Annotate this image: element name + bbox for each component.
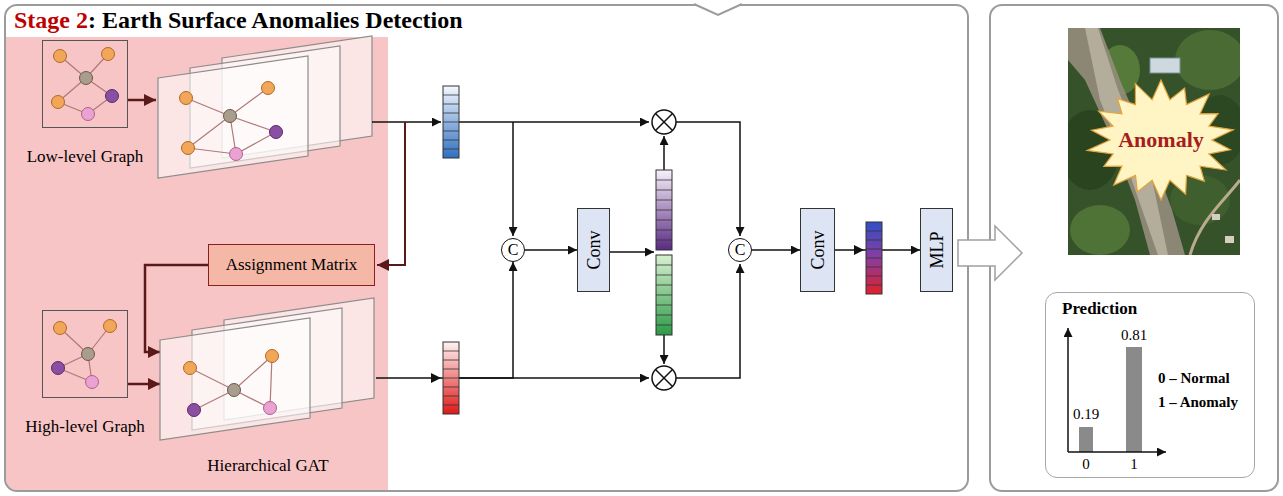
panel-pointer (694, 4, 742, 15)
flow-arrow (512, 122, 514, 236)
graph-edge (230, 116, 276, 132)
gat-layer-plane (160, 318, 310, 440)
graph-edge (234, 356, 272, 390)
flow-arrow (372, 121, 441, 123)
process-box: Assignment Matrix (208, 244, 375, 286)
attention-vector (656, 170, 672, 250)
bar-value: 0.81 (1121, 327, 1147, 344)
flow-connector (525, 249, 577, 251)
flow-arrow (459, 377, 649, 379)
gat-stack: Hierarchical GAT (160, 298, 376, 440)
hollow-arrow (958, 226, 1022, 280)
flow-arrow (663, 136, 665, 170)
anomaly-starburst: Anomaly (1086, 80, 1236, 200)
plane-graph (180, 82, 283, 161)
gat-layer-stack (160, 298, 376, 440)
concat-symbol: C (508, 241, 519, 259)
plane-graph (184, 350, 279, 417)
graph-node (105, 89, 118, 102)
stage-panel (5, 5, 968, 491)
conv-box: Conv (800, 208, 835, 292)
graph-node (188, 404, 201, 417)
attention-vector (656, 255, 672, 335)
graph-node (85, 375, 98, 388)
feature-vector (443, 342, 459, 414)
graph-node (53, 321, 66, 334)
prediction-bar-chart (1068, 328, 1166, 452)
arrow-head (854, 245, 864, 255)
class-key: 0 – Normal (1158, 370, 1230, 387)
graph-node (228, 384, 241, 397)
graph-label: Low-level Graph (27, 147, 144, 167)
graph-node (79, 71, 92, 84)
gat-layer-plane (158, 56, 308, 178)
graph-node (264, 402, 277, 415)
flow-arrow (128, 99, 156, 102)
flow-connector (128, 383, 160, 386)
graph-label: High-level Graph (25, 417, 144, 437)
graph-box: High-level Graph (42, 310, 128, 398)
graph-node (51, 95, 64, 108)
graph-edge (190, 368, 234, 390)
graph-node (270, 126, 283, 139)
multiply-symbol (652, 366, 676, 390)
graph-drawing (42, 310, 128, 398)
graph-box: Low-level Graph (42, 40, 128, 128)
flow-arrow (676, 264, 740, 378)
graph-node (81, 347, 94, 360)
graph-node (262, 82, 275, 95)
graph-node (103, 319, 116, 332)
graph-node (224, 110, 237, 123)
graph-node (101, 47, 114, 60)
box-label: Conv (807, 230, 828, 269)
stage-number: Stage 2 (14, 7, 88, 33)
graph-node (53, 49, 66, 62)
flow-arrow (377, 122, 405, 265)
box-label: MLP (926, 231, 947, 268)
concat-circle: C (501, 238, 525, 262)
satellite-image (1068, 28, 1240, 255)
graph-edge (188, 116, 230, 148)
graph-edge (270, 356, 272, 408)
graph-region-shading (6, 37, 388, 490)
fused-vector (866, 222, 882, 294)
panel-heading: Prediction (1062, 299, 1137, 319)
graph-node (184, 362, 197, 375)
mlp-box: MLP (920, 208, 953, 292)
axis-tick: 0 (1082, 456, 1090, 473)
graph-edge (230, 88, 268, 116)
graph-node (180, 92, 193, 105)
graph-edge (188, 148, 236, 154)
result-panel (990, 5, 1278, 491)
axis-tick: 1 (1130, 456, 1138, 473)
flow-arrow (610, 251, 654, 253)
panel-title: Stage 2: Earth Surface Anomalies Detecti… (14, 7, 463, 35)
graph-node (266, 350, 279, 363)
concat-symbol: C (735, 241, 746, 259)
flow-arrow (676, 122, 740, 236)
graph-node (81, 107, 94, 120)
box-label: Assignment Matrix (226, 255, 358, 275)
class-key: 1 – Anomaly (1158, 394, 1238, 411)
box-label: Conv (583, 230, 604, 269)
flow-arrow (663, 335, 665, 364)
graph-node (51, 361, 64, 374)
gat-layer-stack (158, 36, 372, 178)
multiply-symbol (652, 110, 676, 134)
graph-node (230, 148, 243, 161)
anomaly-label: Anomaly (1118, 127, 1204, 152)
arrow-head (431, 373, 441, 383)
concat-circle: C (728, 238, 752, 262)
feature-vector (443, 86, 459, 158)
starburst-outline (1087, 80, 1233, 200)
graph-edge (186, 98, 230, 116)
flow-connector (752, 249, 800, 251)
graph-node (182, 142, 195, 155)
graph-drawing (42, 40, 128, 128)
bar-value: 0.19 (1073, 406, 1099, 423)
conv-box: Conv (577, 208, 610, 292)
flow-arrow (459, 121, 649, 123)
stack-label: Hierarchical GAT (207, 456, 328, 476)
